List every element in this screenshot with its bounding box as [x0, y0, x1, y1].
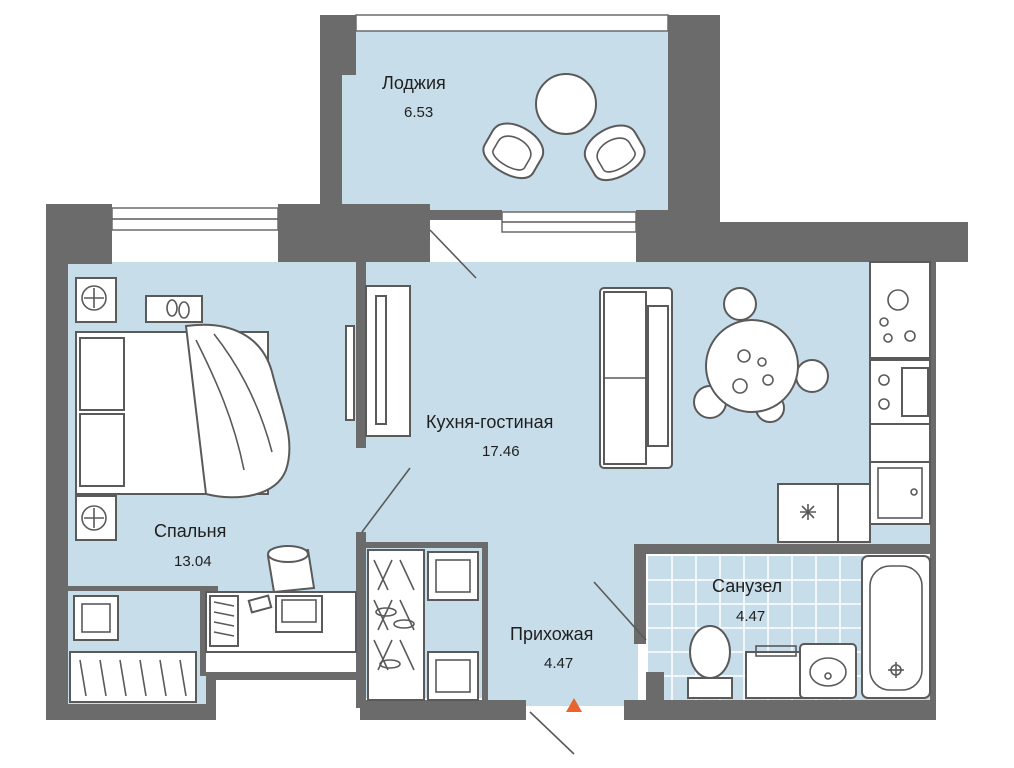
wall-wardrobe-top [366, 542, 488, 548]
walls [46, 15, 968, 720]
bathtub-icon [861, 555, 931, 699]
wardrobe [367, 549, 425, 701]
loggia-furniture [482, 73, 646, 182]
round-table-icon [693, 287, 829, 423]
wall-loggia-right [668, 15, 720, 219]
door-bedroom [361, 467, 411, 533]
wall-bottom-mid [360, 700, 526, 720]
wall-right-side [930, 262, 936, 720]
fan-icon [75, 277, 117, 323]
stove-icon [869, 359, 931, 425]
sink-icon [869, 461, 931, 525]
hallway-area: 4.47 [544, 655, 573, 672]
wall-right [930, 222, 968, 262]
wall-wardrobe-side [482, 542, 488, 702]
washing-machine-icon [73, 595, 119, 641]
floor-loggia [342, 30, 668, 212]
loggia-name: Лоджия [382, 73, 446, 93]
sink-icon [745, 643, 857, 699]
kitchen-counter [777, 261, 931, 543]
tv-icon [345, 285, 411, 437]
hanger-rail [69, 651, 197, 703]
wall-loggia-top-left [320, 15, 356, 75]
door-loggia [429, 229, 477, 279]
wall-top-kitchen [636, 210, 720, 262]
wall-top-left [46, 204, 112, 264]
wall-top-right [720, 222, 968, 262]
wall-bottom-right [624, 700, 936, 720]
windows [111, 14, 669, 233]
armchair-icon [583, 124, 646, 182]
hallway-name: Прихожая [510, 624, 593, 644]
bathroom-area: 4.47 [736, 608, 765, 625]
kitchen-area: 17.46 [482, 443, 520, 460]
round-table-icon [535, 73, 597, 135]
floor-hallway [488, 544, 638, 706]
bedroom-furniture [69, 277, 357, 703]
window-loggia [355, 14, 669, 32]
wall-top-mid [278, 204, 430, 262]
wall-bathroom-left-lower [646, 672, 664, 700]
slippers-mat [145, 295, 203, 323]
sofa-icon [599, 287, 673, 469]
wall-left [46, 262, 68, 720]
door-bathroom [593, 581, 647, 641]
laundry-basket [266, 545, 316, 594]
wall-bedroom-lower [356, 532, 366, 708]
wall-bottom-leftstep [206, 672, 216, 720]
door-entrance [529, 711, 575, 755]
wall-bathroom-left [634, 544, 646, 644]
wall-bottom-closet [206, 672, 360, 680]
bed-icon [75, 323, 291, 499]
entrance-marker-icon [566, 698, 582, 712]
fan-icon [75, 495, 117, 541]
bedroom-area: 13.04 [174, 553, 212, 570]
wall-bedroom-kitchen [356, 262, 366, 448]
bathroom-furniture [687, 555, 931, 699]
toilet-icon [687, 625, 733, 699]
bedroom-name: Спальня [154, 521, 226, 541]
room-labels: Лоджия 6.53 Кухня-гостиная 17.46 Спальня… [154, 73, 782, 672]
desk-icon [205, 591, 357, 653]
armchair-icon [482, 122, 545, 180]
wall-top-kitchen-left [430, 210, 502, 220]
wall-bottom-left [46, 704, 210, 720]
loggia-area: 6.53 [404, 104, 433, 121]
hallway-furniture [367, 549, 479, 701]
wall-closet-top [68, 586, 218, 591]
bathroom-name: Санузел [712, 576, 782, 596]
door-swings [361, 229, 647, 755]
kitchen-name: Кухня-гостиная [426, 412, 553, 432]
wall-closet-side [200, 586, 206, 676]
wall-bathroom-top [634, 544, 930, 554]
kitchen-furniture [345, 261, 931, 543]
